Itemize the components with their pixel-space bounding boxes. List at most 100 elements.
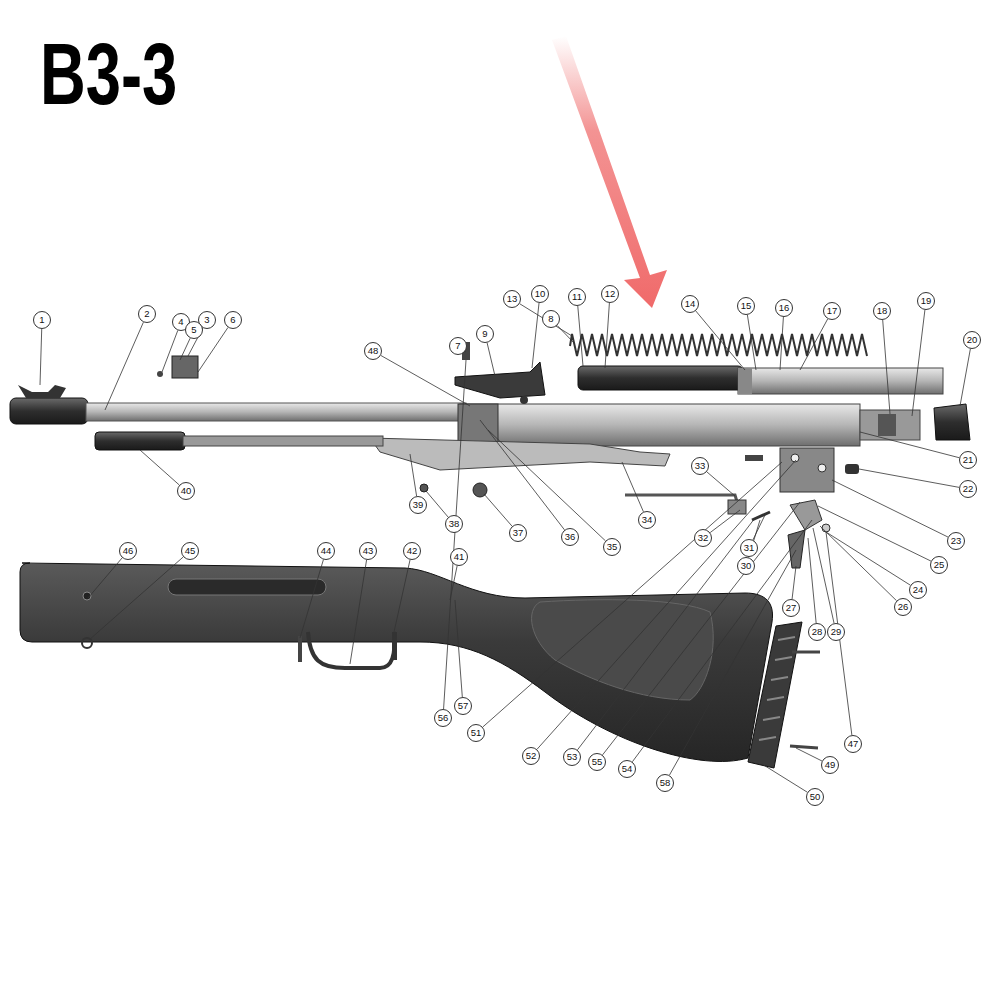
- leader-line: [826, 532, 852, 735]
- leader-line: [669, 550, 796, 775]
- butt-screws: [790, 652, 820, 748]
- callout-number: 57: [458, 701, 469, 711]
- callout-number: 12: [605, 289, 616, 299]
- receiver: [460, 404, 860, 446]
- callout-circle: 43: [359, 542, 377, 560]
- trigger-housing: [780, 448, 834, 492]
- end-cap: [934, 404, 970, 440]
- callout-circle: 20: [963, 331, 981, 349]
- callout-circle: 46: [119, 542, 137, 560]
- leader-line: [792, 566, 796, 599]
- callout-circle: 24: [909, 581, 927, 599]
- callout-number: 19: [921, 296, 932, 306]
- callout-number: 42: [407, 546, 418, 556]
- callout-circle: 21: [959, 451, 977, 469]
- small-pin: [745, 455, 763, 461]
- callout-circle: 2: [138, 305, 156, 323]
- callout-number: 43: [363, 546, 374, 556]
- leader-line: [578, 306, 583, 366]
- callout-number: 53: [567, 752, 578, 762]
- callout-circle: 13: [503, 290, 521, 308]
- callout-circle: 35: [603, 538, 621, 556]
- callout-circle: 25: [930, 556, 948, 574]
- callout-circle: 32: [694, 529, 712, 547]
- leader-line: [162, 330, 178, 372]
- callout-number: 55: [592, 757, 603, 767]
- callout-circle: 50: [806, 788, 824, 806]
- callout-circle: 36: [561, 528, 579, 546]
- callout-number: 14: [685, 299, 696, 309]
- leader-line: [813, 528, 834, 623]
- leader-line: [832, 480, 948, 537]
- leader-line: [89, 557, 183, 640]
- underlever-grip: [95, 432, 185, 450]
- callout-number: 20: [967, 335, 978, 345]
- end-plug: [878, 414, 896, 436]
- safety-rod: [625, 495, 742, 505]
- callout-circle: 19: [917, 292, 935, 310]
- callout-circle: 15: [737, 297, 755, 315]
- sling-swivel: [82, 638, 92, 648]
- callout-number: 46: [123, 546, 134, 556]
- callout-circle: 38: [445, 515, 463, 533]
- callout-circle: 5: [185, 321, 203, 339]
- callout-circle: 28: [808, 623, 826, 641]
- leader-line: [860, 432, 959, 458]
- callout-number: 23: [951, 536, 962, 546]
- leader-line: [483, 462, 782, 727]
- callout-circle: 54: [618, 760, 636, 778]
- trigger-pin: [822, 524, 830, 532]
- trigger-guard: [308, 632, 394, 668]
- callout-number: 6: [230, 315, 235, 325]
- callout-number: 38: [449, 519, 460, 529]
- cheek-panel: [532, 600, 714, 700]
- leader-line: [780, 317, 783, 370]
- rear-cap: [860, 410, 920, 440]
- callout-number: 27: [786, 603, 797, 613]
- callout-circle: 37: [509, 524, 527, 542]
- leader-line: [105, 322, 143, 410]
- butt-pad-ridges: [759, 637, 795, 740]
- callout-circle: 48: [364, 342, 382, 360]
- leader-line: [537, 460, 796, 749]
- callout-circle: 18: [873, 302, 891, 320]
- guard-screw: [298, 636, 302, 662]
- callout-circle: 27: [782, 599, 800, 617]
- callout-circle: 58: [656, 774, 674, 792]
- callout-circle: 17: [823, 302, 841, 320]
- callout-circle: 9: [476, 325, 494, 343]
- callout-number: 8: [548, 314, 553, 324]
- leader-line: [826, 532, 910, 585]
- callout-circle: 40: [177, 482, 195, 500]
- guard-screw: [392, 632, 397, 660]
- leader-line: [800, 319, 828, 370]
- callout-number: 47: [848, 739, 859, 749]
- callout-number: 33: [695, 461, 706, 471]
- seal: [738, 368, 752, 394]
- callout-circle: 52: [522, 747, 540, 765]
- callout-number: 54: [622, 764, 633, 774]
- callout-circle: 55: [588, 753, 606, 771]
- callout-number: 31: [744, 543, 755, 553]
- callout-number: 58: [660, 778, 671, 788]
- callout-number: 5: [191, 325, 196, 335]
- leader-line: [960, 349, 970, 406]
- barrel: [86, 403, 466, 421]
- callout-number: 2: [144, 309, 149, 319]
- leader-line: [140, 450, 179, 485]
- callout-circle: 1: [33, 311, 51, 329]
- callout-number: 7: [455, 341, 460, 351]
- callout-circle: 22: [959, 480, 977, 498]
- pointer-arrow: [552, 36, 667, 308]
- callout-circle: 39: [409, 496, 427, 514]
- leader-line: [480, 420, 565, 530]
- callout-number: 13: [507, 294, 518, 304]
- leader-line: [796, 748, 822, 761]
- sight-knob: [520, 396, 528, 404]
- leader-line: [883, 320, 890, 414]
- callout-number: 21: [963, 455, 974, 465]
- callout-number: 28: [812, 627, 823, 637]
- callout-circle: 8: [542, 310, 560, 328]
- leader-line: [487, 343, 495, 376]
- callout-circle: 56: [434, 709, 452, 727]
